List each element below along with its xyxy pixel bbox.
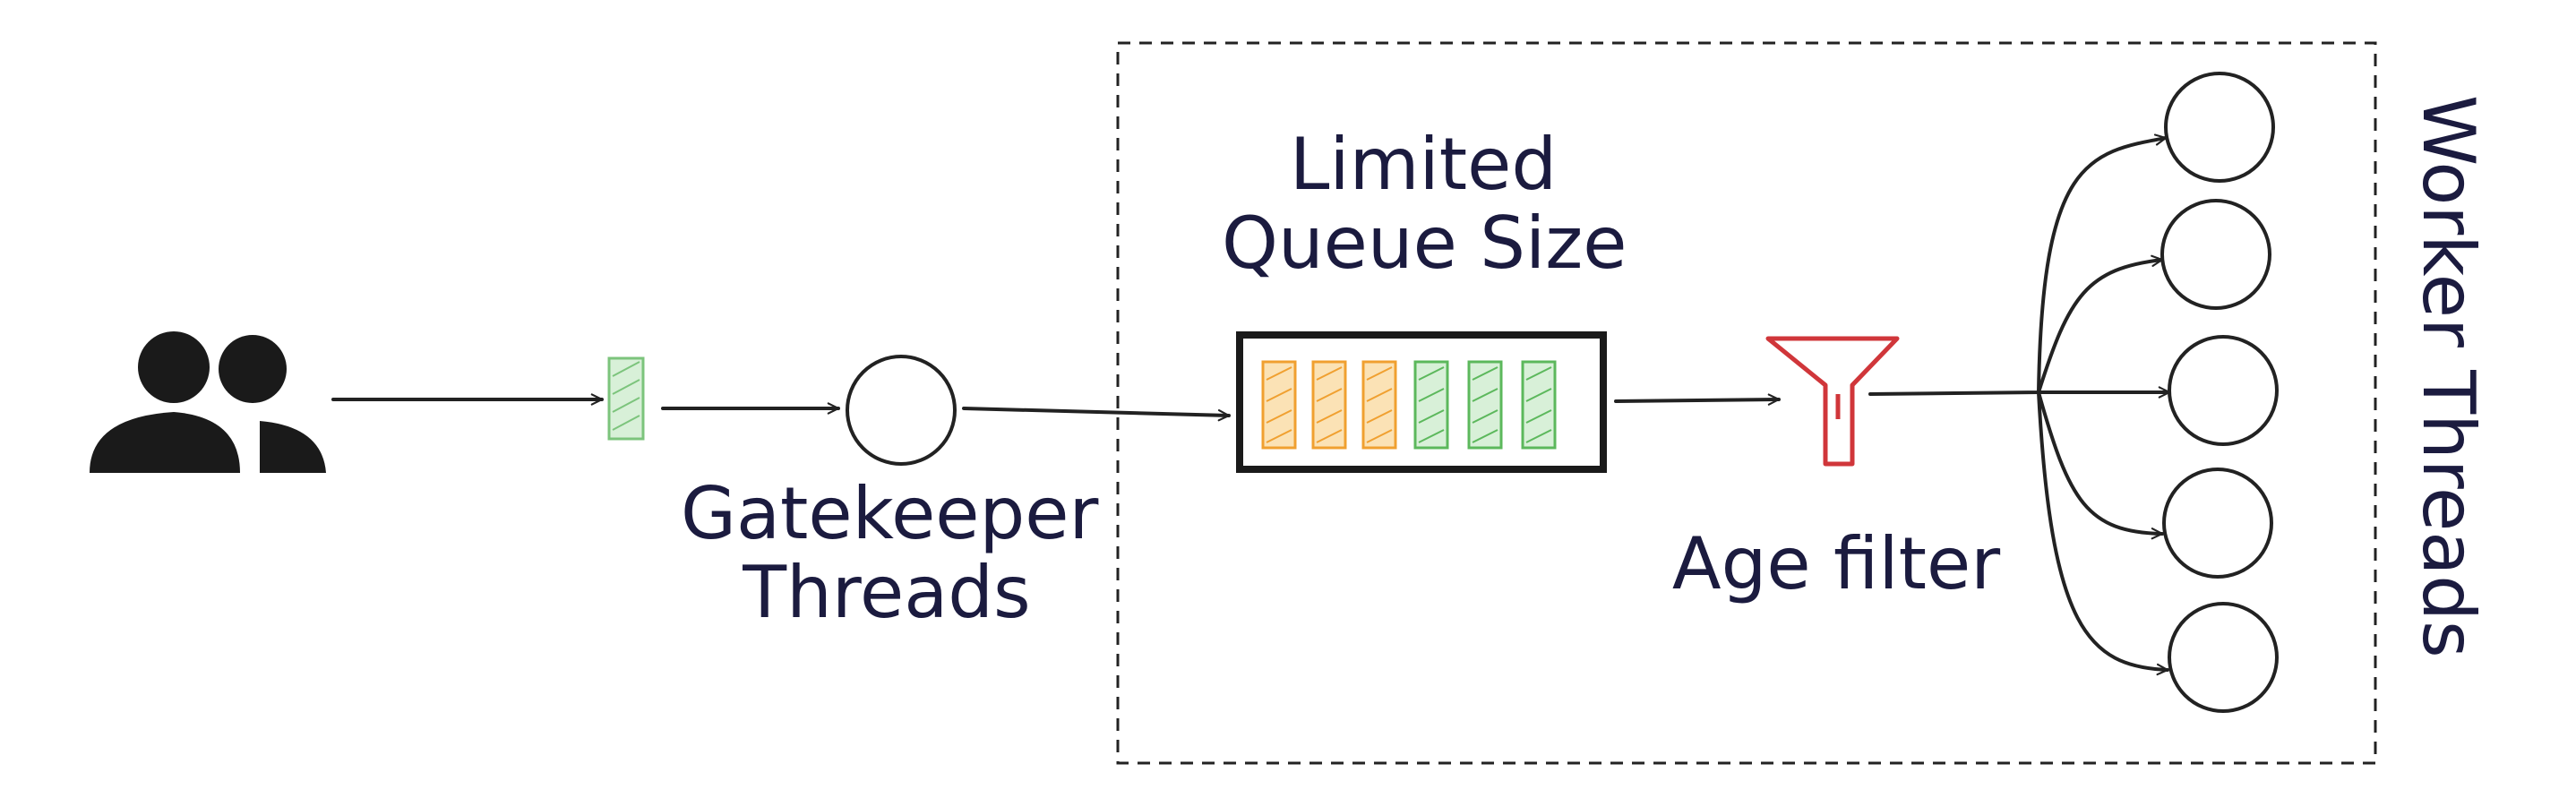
queue-slot-green-2 bbox=[1467, 360, 1503, 450]
queue-label-line-1: Limited bbox=[1289, 123, 1558, 206]
worker-threads-label: Worker Threads bbox=[2407, 95, 2490, 658]
queue-icon bbox=[1236, 331, 1607, 473]
fan-out-arrows bbox=[1868, 133, 2171, 676]
worker-pool-boundary bbox=[1116, 41, 2377, 765]
queue-slot-orange-3 bbox=[1361, 360, 1397, 450]
queue-slot-green-1 bbox=[1413, 360, 1449, 450]
filter-icon bbox=[1765, 336, 1900, 467]
arrow-gatekeeper-to-queue bbox=[962, 407, 1231, 422]
queue-slot-green-3 bbox=[1521, 360, 1557, 450]
worker-thread-icon bbox=[2168, 335, 2279, 446]
users-icon bbox=[90, 331, 326, 473]
gatekeeper-label-line-2: Threads bbox=[743, 551, 1031, 634]
queue-label-line-2: Queue Size bbox=[1222, 202, 1627, 285]
gatekeeper-thread-icon bbox=[846, 355, 957, 466]
arrow-filter-to-worker-5 bbox=[2037, 390, 2169, 676]
arrow-filter-to-worker-2 bbox=[2037, 254, 2164, 394]
worker-thread-icon bbox=[2168, 602, 2279, 713]
arrow-filter-to-worker-1 bbox=[1868, 133, 2168, 396]
age-filter-label: Age filter bbox=[1671, 522, 2001, 605]
queue-label: Limited Queue Size bbox=[1222, 123, 1627, 285]
arrow-queue-to-filter bbox=[1614, 393, 1781, 406]
gatekeeper-label: Gatekeeper Threads bbox=[681, 472, 1099, 634]
request-icon bbox=[607, 356, 645, 441]
worker-thread-icon bbox=[2162, 468, 2273, 579]
gatekeeper-label-line-1: Gatekeeper bbox=[681, 472, 1099, 555]
queue-slot-orange-2 bbox=[1311, 360, 1347, 450]
queue-slot-orange-1 bbox=[1261, 360, 1297, 450]
arrow-filter-to-worker-4 bbox=[2037, 390, 2164, 540]
worker-thread-icon bbox=[2164, 72, 2275, 183]
worker-thread-icon bbox=[2160, 199, 2271, 310]
